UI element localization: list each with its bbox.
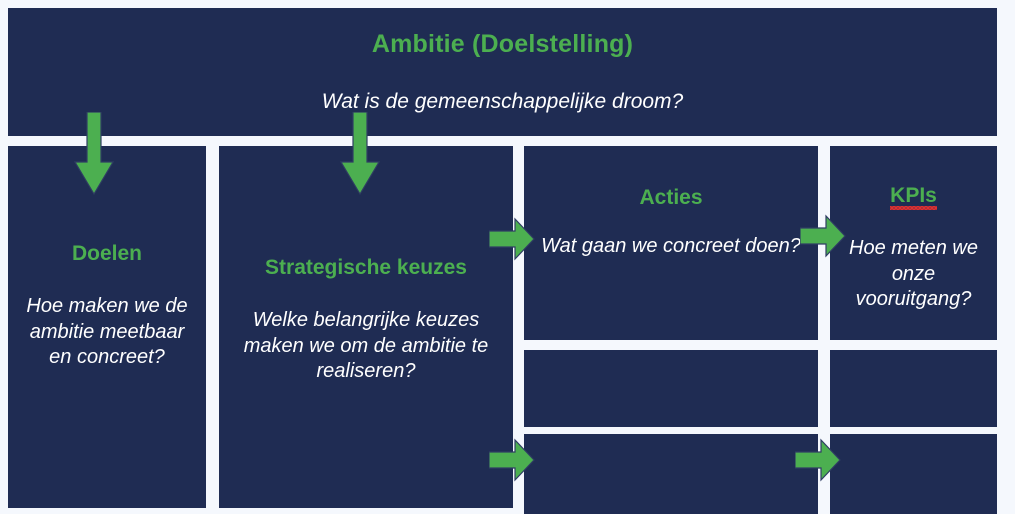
arrow-right-icon — [795, 437, 841, 483]
column-doelen: Doelen Hoe maken we de ambitie meetbaar … — [8, 146, 206, 508]
column-question-kpis: Hoe meten we onze vooruitgang? — [849, 237, 978, 311]
column-question-acties: Wat gaan we concreet doen? — [541, 235, 801, 257]
arrow-down-icon — [340, 112, 380, 196]
column-question-strategische-keuzes: Welke belangrijke keuzes maken we om de … — [243, 309, 489, 383]
arrow-right-icon — [800, 213, 846, 259]
column-acties: Acties Wat gaan we concreet doen? — [524, 146, 818, 340]
column-kpis: KPIs Hoe meten we onze vooruitgang? — [830, 146, 997, 340]
arrow-right-icon — [489, 216, 535, 262]
column-title-kpis: KPIs — [830, 184, 997, 211]
arrow-down-icon — [74, 112, 114, 196]
column-question-doelen: Hoe maken we de ambitie meetbaar en conc… — [26, 295, 188, 369]
acties-empty-cell-2 — [524, 434, 818, 514]
column-title-strategische-keuzes: Strategische keuzes — [265, 256, 467, 279]
column-title-kpis-text: KPIs — [890, 184, 937, 211]
ambition-banner: Ambitie (Doelstelling) Wat is de gemeens… — [8, 8, 997, 136]
column-strategische-keuzes: Strategische keuzes Welke belangrijke ke… — [219, 146, 513, 508]
column-title-acties: Acties — [639, 186, 703, 209]
ambition-question: Wat is de gemeenschappelijke droom? — [321, 89, 684, 113]
column-title-doelen: Doelen — [71, 242, 142, 265]
arrow-right-icon — [489, 437, 535, 483]
kpis-empty-cell-1 — [830, 350, 997, 427]
kpis-empty-cell-2 — [830, 434, 997, 514]
ambition-title: Ambitie (Doelstelling) — [371, 30, 634, 58]
acties-empty-cell-1 — [524, 350, 818, 427]
